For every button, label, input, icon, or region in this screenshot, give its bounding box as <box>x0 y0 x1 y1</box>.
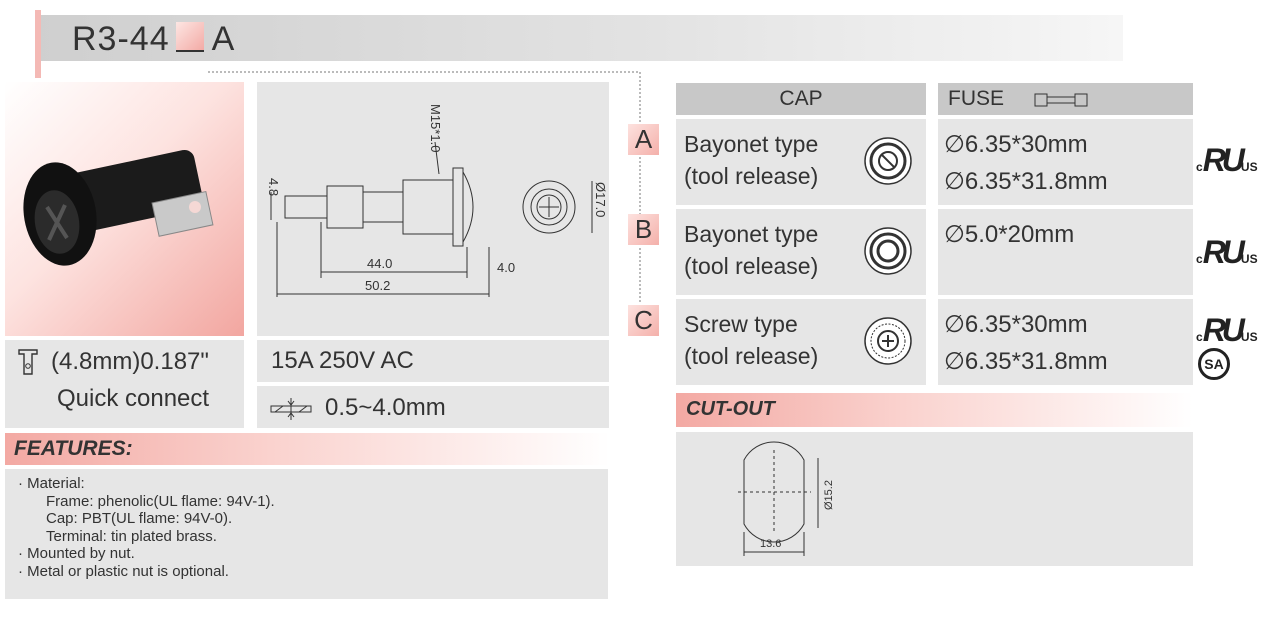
terminal-spec-cell: (4.8mm)0.187" Quick connect <box>5 340 244 428</box>
features-header <box>5 433 610 465</box>
fuse-size-b1: ∅5.0*20mm <box>944 221 1075 248</box>
cap-cell-b: Bayonet type (tool release) <box>676 209 926 295</box>
terminal-size: (4.8mm)0.187" <box>51 348 209 375</box>
part-number-title: R3-44 A <box>72 19 235 59</box>
screw-cap-icon <box>864 317 912 365</box>
ul-mark-b: cRUUS <box>1196 234 1258 270</box>
cap-cell-a: Bayonet type (tool release) <box>676 119 926 205</box>
row-letter-b: B <box>628 214 659 245</box>
bayonet-cap-icon <box>864 137 912 185</box>
dim-terminal-label: 4.8 <box>266 178 281 196</box>
features-item: Terminal: tin plated brass. <box>46 527 217 545</box>
fuse-cell-b: ∅5.0*20mm <box>938 209 1193 295</box>
features-item: · Mounted by nut. <box>18 545 135 562</box>
option-box <box>175 22 204 52</box>
panel-thickness-cell: 0.5~4.0mm <box>257 386 609 428</box>
features-item: Frame: phenolic(UL flame: 94V-1). <box>46 492 275 510</box>
title-bar <box>35 15 1123 61</box>
features-item: · Metal or plastic nut is optional. <box>18 562 229 580</box>
features-body <box>5 469 608 599</box>
fuse-size-c1: ∅6.35*30mm <box>944 311 1088 338</box>
cap-release-c: (tool release) <box>684 343 819 369</box>
title-accent <box>35 10 41 78</box>
fuse-icon <box>1034 93 1088 107</box>
cap-type-b: Bayonet type <box>684 221 819 247</box>
ul-mark-a: cRUUS <box>1196 142 1258 178</box>
terminal-icon <box>18 349 38 375</box>
fuse-size-a2: ∅6.35*31.8mm <box>944 168 1108 195</box>
dimension-drawing: 44.0 50.2 4.0 4.8 M15*1.0 Ø17.0 <box>257 82 609 336</box>
cap-header: CAP <box>676 83 926 115</box>
bayonet-cap-icon <box>864 227 912 275</box>
part-prefix: R3-44 <box>72 20 170 58</box>
panel-thickness-icon <box>270 398 312 420</box>
cutout-body: 13.6 Ø15.2 <box>676 432 1193 566</box>
holder-side-view: 44.0 50.2 4.0 4.8 M15*1.0 Ø17.0 <box>266 104 608 297</box>
cap-type-a: Bayonet type <box>684 131 819 157</box>
fuse-size-c2: ∅6.35*31.8mm <box>944 348 1108 375</box>
panel-thickness-text: 0.5~4.0mm <box>325 394 446 421</box>
fuse-cell-a: ∅6.35*30mm ∅6.35*31.8mm <box>938 119 1193 205</box>
fuse-cell-c: ∅6.35*30mm ∅6.35*31.8mm <box>938 299 1193 385</box>
rating-cell: 15A 250V AC <box>257 340 609 382</box>
cutout-width-label: 13.6 <box>760 538 781 550</box>
terminal-type: Quick connect <box>57 385 210 412</box>
product-photo <box>5 82 244 336</box>
features-list: · Material: Frame: phenolic(UL flame: 94… <box>18 475 275 580</box>
ul-mark-c: cRUUS <box>1196 312 1258 348</box>
fuse-holder-image <box>23 149 214 266</box>
features-title: FEATURES: <box>14 437 133 460</box>
cap-cell-c: Screw type (tool release) <box>676 299 926 385</box>
dim-diameter-label: Ø17.0 <box>593 182 608 217</box>
cutout-drawing: 13.6 Ø15.2 <box>738 441 835 556</box>
rating-text: 15A 250V AC <box>271 347 414 374</box>
cutout-diameter-label: Ø15.2 <box>823 480 835 510</box>
fuse-header: FUSE <box>938 83 1193 115</box>
features-item: Cap: PBT(UL flame: 94V-0). <box>46 510 233 527</box>
cap-type-c: Screw type <box>684 311 798 337</box>
cap-release-b: (tool release) <box>684 253 819 279</box>
dim-overall-label: 50.2 <box>365 278 390 293</box>
thread-label: M15*1.0 <box>428 104 443 152</box>
row-letter-a: A <box>628 124 659 155</box>
cap-release-a: (tool release) <box>684 163 819 189</box>
features-item: · Material: <box>18 475 85 492</box>
cutout-title: CUT-OUT <box>686 398 775 420</box>
dim-flange-label: 4.0 <box>497 260 515 275</box>
part-suffix: A <box>211 20 236 58</box>
fuse-size-a1: ∅6.35*30mm <box>944 131 1088 158</box>
csa-mark: SA <box>1198 348 1230 380</box>
cutout-header <box>676 393 1193 427</box>
dim-length-label: 44.0 <box>367 256 392 271</box>
row-letter-c: C <box>628 305 659 336</box>
